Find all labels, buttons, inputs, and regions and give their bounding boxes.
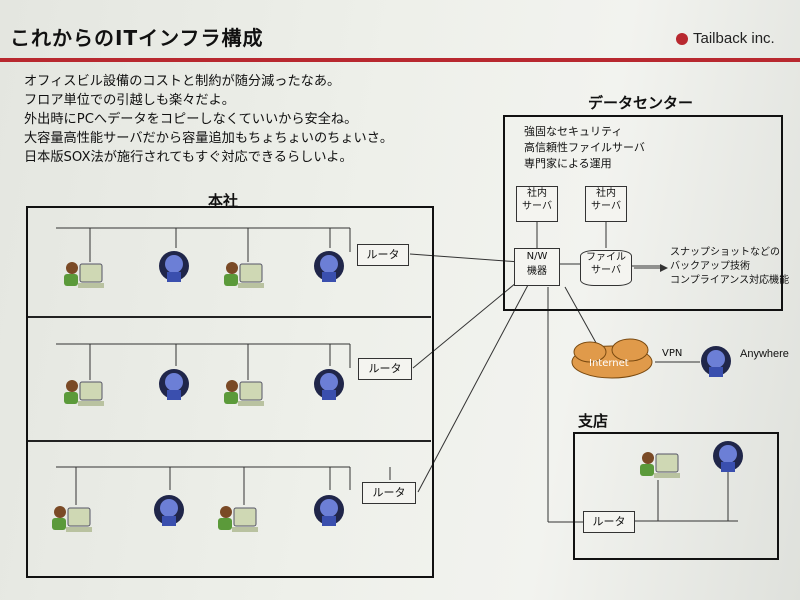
user-icon [159,251,189,282]
internal-server-1: 社内 サーバ [516,186,558,222]
employee-pc-icon [63,379,105,407]
internet-cloud-icon [571,338,653,379]
employee-pc-icon [51,505,93,533]
backup-note: バックアップ技術 [670,261,750,272]
bullet-item: 外出時にPCへデータをコピーしなくていいから安全ね。 [24,112,358,127]
bullet-item: 大容量高性能サーバだから容量追加もちょちょいのちょいさ。 [24,131,394,146]
user-icon [314,495,344,526]
title-rule [0,58,800,62]
employee-pc-icon [223,261,265,289]
backup-note: スナップショットなどの [670,247,780,258]
logo-text: Tailback inc. [693,30,775,47]
user-icon [154,495,184,526]
hq-router-1: ルータ [357,244,409,266]
employee-pc-icon [63,261,105,289]
hq-router-2: ルータ [358,358,412,380]
branch-router: ルータ [583,511,635,533]
datacenter-box [503,115,783,311]
slide-title: これからのITインフラ構成 [10,26,264,50]
anywhere-label: Anywhere [740,348,789,360]
bullet-item: フロア単位での引越しも楽々だよ。 [24,93,235,108]
hq-floor-divider [28,440,431,442]
nw-equipment: N/W 機器 [514,248,560,286]
branch-label: 支店 [578,412,609,430]
company-logo: Tailback inc. [676,30,775,47]
backup-note: コンプライアンス対応機能 [670,275,790,286]
branch-box [573,432,779,560]
bullet-item: 日本版SOX法が施行されてもすぐ対応できるらしいよ。 [24,150,353,165]
user-icon [314,369,344,400]
internet-label: Internet [589,358,629,369]
employee-pc-icon [223,379,265,407]
hq-building [26,206,434,578]
file-server: ファイル サーバ [580,250,632,286]
datacenter-feature: 専門家による運用 [524,157,612,170]
datacenter-feature: 高信頼性ファイルサーバ [524,141,645,154]
user-icon [314,251,344,282]
internal-server-2: 社内 サーバ [585,186,627,222]
user-icon [159,369,189,400]
hq-label: 本社 [208,192,239,210]
bullet-list: オフィスビル設備のコストと制約が随分減ったなあ。 フロア単位での引越しも楽々だよ… [24,72,393,167]
employee-pc-icon [217,505,259,533]
bullet-item: オフィスビル設備のコストと制約が随分減ったなあ。 [24,74,341,89]
logo-mark-icon [676,32,688,45]
hq-router-3: ルータ [362,482,416,504]
datacenter-label: データセンター [588,94,694,112]
hq-floor-divider [28,316,431,318]
user-icon [701,346,731,377]
vpn-label: VPN [662,348,683,359]
datacenter-feature: 強固なセキュリティ [524,125,623,138]
